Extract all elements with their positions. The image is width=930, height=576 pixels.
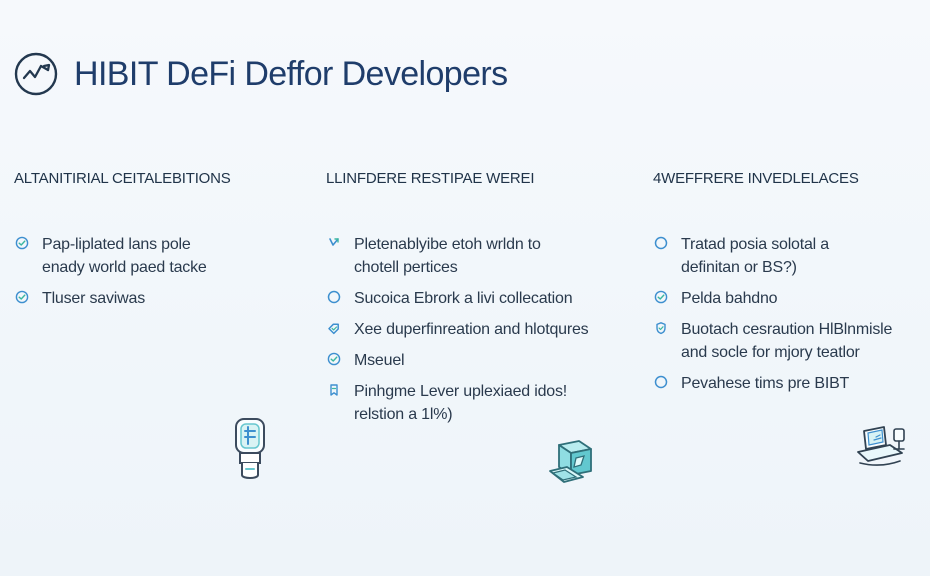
ring-icon <box>653 374 669 390</box>
list-item-text: Tluser saviwas <box>42 290 146 307</box>
page-title: HIBIT DeFi Deffor Developers <box>74 54 508 93</box>
tag-icon <box>326 320 342 336</box>
ring-icon <box>326 289 342 305</box>
feature-list: Pap-liplated lans pole enady world paed … <box>14 233 294 310</box>
list-item-text: Xee duperfinreation and hlotqures <box>354 321 589 338</box>
list-item: Sucoica Ebrork a livi collecation <box>326 287 626 310</box>
list-item-text: Sucoica Ebrork a livi collecation <box>354 290 573 307</box>
arrow-check-icon <box>326 235 342 251</box>
check-circle-icon <box>14 289 30 305</box>
list-item-text: Pletenablyibe etoh wrldn to chotell pert… <box>354 236 541 276</box>
list-item: Pelda bahdno <box>653 287 918 310</box>
header: HIBIT DeFi Deffor Developers <box>12 48 508 100</box>
check-circle-icon <box>14 235 30 251</box>
list-item: Pevahese tims pre BIBT <box>653 372 918 395</box>
list-item: Pinhgme Lever uplexiaed idos! relstion a… <box>326 380 626 426</box>
column-title: LLINFDERE RESTIPAE WEREI <box>326 170 535 187</box>
feature-column-3: 4WEFFRERE INVEDLELACES Tratad posia solo… <box>653 170 918 403</box>
list-item: Pletenablyibe etoh wrldn to chotell pert… <box>326 233 626 279</box>
list-item: Tluser saviwas <box>14 287 294 310</box>
laptop-workstation-icon <box>854 421 914 469</box>
list-item: Buotach cesraution HlBlnmisle and socle … <box>653 318 918 364</box>
list-item-text: Mseuel <box>354 352 405 369</box>
list-item-text: Pevahese tims pre BIBT <box>681 375 850 392</box>
line-chart-logo-icon <box>12 50 60 98</box>
feature-column-2: LLINFDERE RESTIPAE WEREI Pletenablyibe e… <box>326 170 626 434</box>
check-circle-icon <box>326 351 342 367</box>
shield-check-icon <box>653 320 669 336</box>
list-item-text: Pinhgme Lever uplexiaed idos! relstion a… <box>354 383 568 423</box>
developer-bottle-icon <box>230 414 270 484</box>
bookmark-icon <box>326 382 342 398</box>
ring-icon <box>653 235 669 251</box>
list-item: Pap-liplated lans pole enady world paed … <box>14 233 294 279</box>
feature-list: Tratad posia solotal a definitan or BS?)… <box>653 233 918 395</box>
crypto-box-icon <box>545 437 597 487</box>
list-item-text: Buotach cesraution HlBlnmisle and socle … <box>681 321 893 361</box>
list-item: Tratad posia solotal a definitan or BS?) <box>653 233 918 279</box>
column-title: 4WEFFRERE INVEDLELACES <box>653 170 859 187</box>
check-circle-icon <box>653 289 669 305</box>
list-item-text: Pelda bahdno <box>681 290 778 307</box>
column-title: ALTANITIRIAL CEITALEBITIONS <box>14 170 231 187</box>
list-item-text: Pap-liplated lans pole enady world paed … <box>42 236 207 276</box>
feature-list: Pletenablyibe etoh wrldn to chotell pert… <box>326 233 626 426</box>
feature-column-1: ALTANITIRIAL CEITALEBITIONS Pap-liplated… <box>14 170 294 318</box>
list-item: Xee duperfinreation and hlotqures <box>326 318 626 341</box>
list-item-text: Tratad posia solotal a definitan or BS?) <box>681 236 829 276</box>
list-item: Mseuel <box>326 349 626 372</box>
